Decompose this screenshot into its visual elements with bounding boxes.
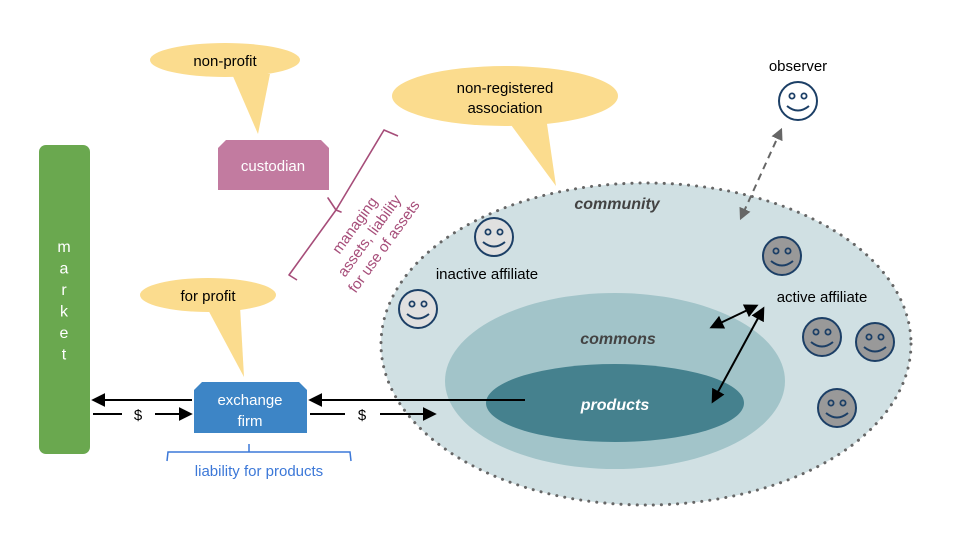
community-label: community xyxy=(574,196,660,213)
for-profit-text: for profit xyxy=(180,288,236,305)
active-affiliate-smiley-icon xyxy=(802,317,842,357)
commons-label: commons xyxy=(580,331,656,348)
market-letter: m xyxy=(57,239,70,256)
observer-smiley-icon xyxy=(778,81,818,121)
market-letter: t xyxy=(62,347,67,364)
affiliate-products-arrow xyxy=(711,306,765,404)
non-registered-text-line1: non-registered xyxy=(457,80,554,97)
non-registered-association-callout: non-registered association xyxy=(392,66,618,186)
active-affiliate-smiley-icon xyxy=(762,236,802,276)
active-affiliate-smiley-icon xyxy=(855,322,895,362)
active-affiliate-label: active affiliate xyxy=(777,289,868,306)
market-letter: e xyxy=(60,325,69,342)
products-region xyxy=(486,364,744,442)
market-bar xyxy=(39,145,90,454)
money-right-label: $ xyxy=(358,407,367,424)
custodian-bracket xyxy=(288,129,399,281)
observer-dashed-arrow xyxy=(739,127,783,221)
custodian-text: custodian xyxy=(241,158,305,175)
inactive-affiliate-smiley-icon xyxy=(398,289,438,329)
inactive-affiliate-label: inactive affiliate xyxy=(436,266,538,283)
exchange-text-line1: exchange xyxy=(217,392,282,409)
exchange-firm-node: exchange firm xyxy=(194,382,307,433)
non-profit-callout: non-profit xyxy=(150,43,300,134)
inactive-affiliate-smiley-icon xyxy=(474,217,514,257)
non-profit-text: non-profit xyxy=(193,53,257,70)
exchange-bracket xyxy=(166,444,352,462)
exchange-role-text: liability for products xyxy=(195,463,323,480)
market-letter: k xyxy=(60,304,69,321)
exchange-text-line2: firm xyxy=(238,413,263,430)
money-left-label: $ xyxy=(134,407,143,424)
market-letter: a xyxy=(60,261,69,278)
for-profit-callout: for profit xyxy=(140,278,276,377)
observer-label: observer xyxy=(769,58,827,75)
active-affiliate-smiley-icon xyxy=(817,388,857,428)
products-label: products xyxy=(580,397,650,414)
custodian-node: custodian xyxy=(218,140,329,190)
market-letter: r xyxy=(61,282,67,299)
non-registered-text-line2: association xyxy=(467,100,542,117)
